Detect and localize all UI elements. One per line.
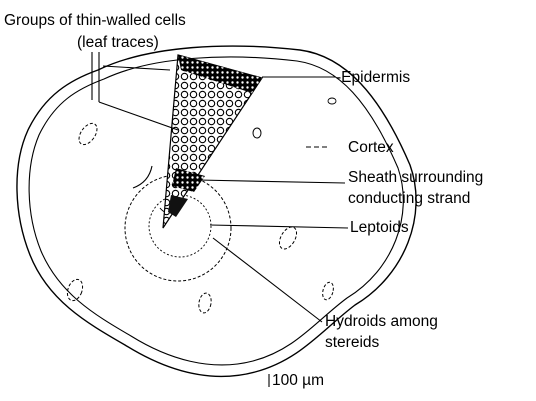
- label-hydroids: Hydroids among: [325, 313, 438, 330]
- label-leaf-traces: Groups of thin-walled cells: [4, 12, 186, 29]
- tissue-hook-curve: [133, 166, 152, 188]
- label-epidermis: -Epidermis: [336, 69, 410, 86]
- leaf-trace-oval: [328, 98, 336, 104]
- leaf-trace-oval: [65, 277, 86, 302]
- label-hydroids-sub: stereids: [325, 334, 380, 351]
- label-sheath: Sheath surrounding: [348, 169, 483, 186]
- leader-line-leaf-traces: [103, 66, 170, 70]
- leaf-trace-oval: [197, 292, 212, 314]
- leader-line-leaf-traces: [99, 102, 178, 130]
- label-leaf-traces-sub: (leaf traces): [77, 34, 159, 51]
- label-leptoids: Leptoids: [350, 219, 409, 236]
- leaf-trace-oval: [253, 128, 261, 138]
- leptoid-band: [168, 195, 188, 217]
- leaf-trace-oval: [75, 120, 100, 148]
- scale-bar-label: 100 µm: [272, 372, 324, 389]
- leaf-trace-oval: [321, 281, 335, 301]
- leader-line-sheath: [198, 180, 345, 183]
- leader-line-hydroids: [213, 238, 322, 322]
- label-sheath-sub: conducting strand: [348, 190, 470, 207]
- leaf-trace-oval: [276, 224, 300, 252]
- label-cortex: Cortex: [348, 139, 394, 156]
